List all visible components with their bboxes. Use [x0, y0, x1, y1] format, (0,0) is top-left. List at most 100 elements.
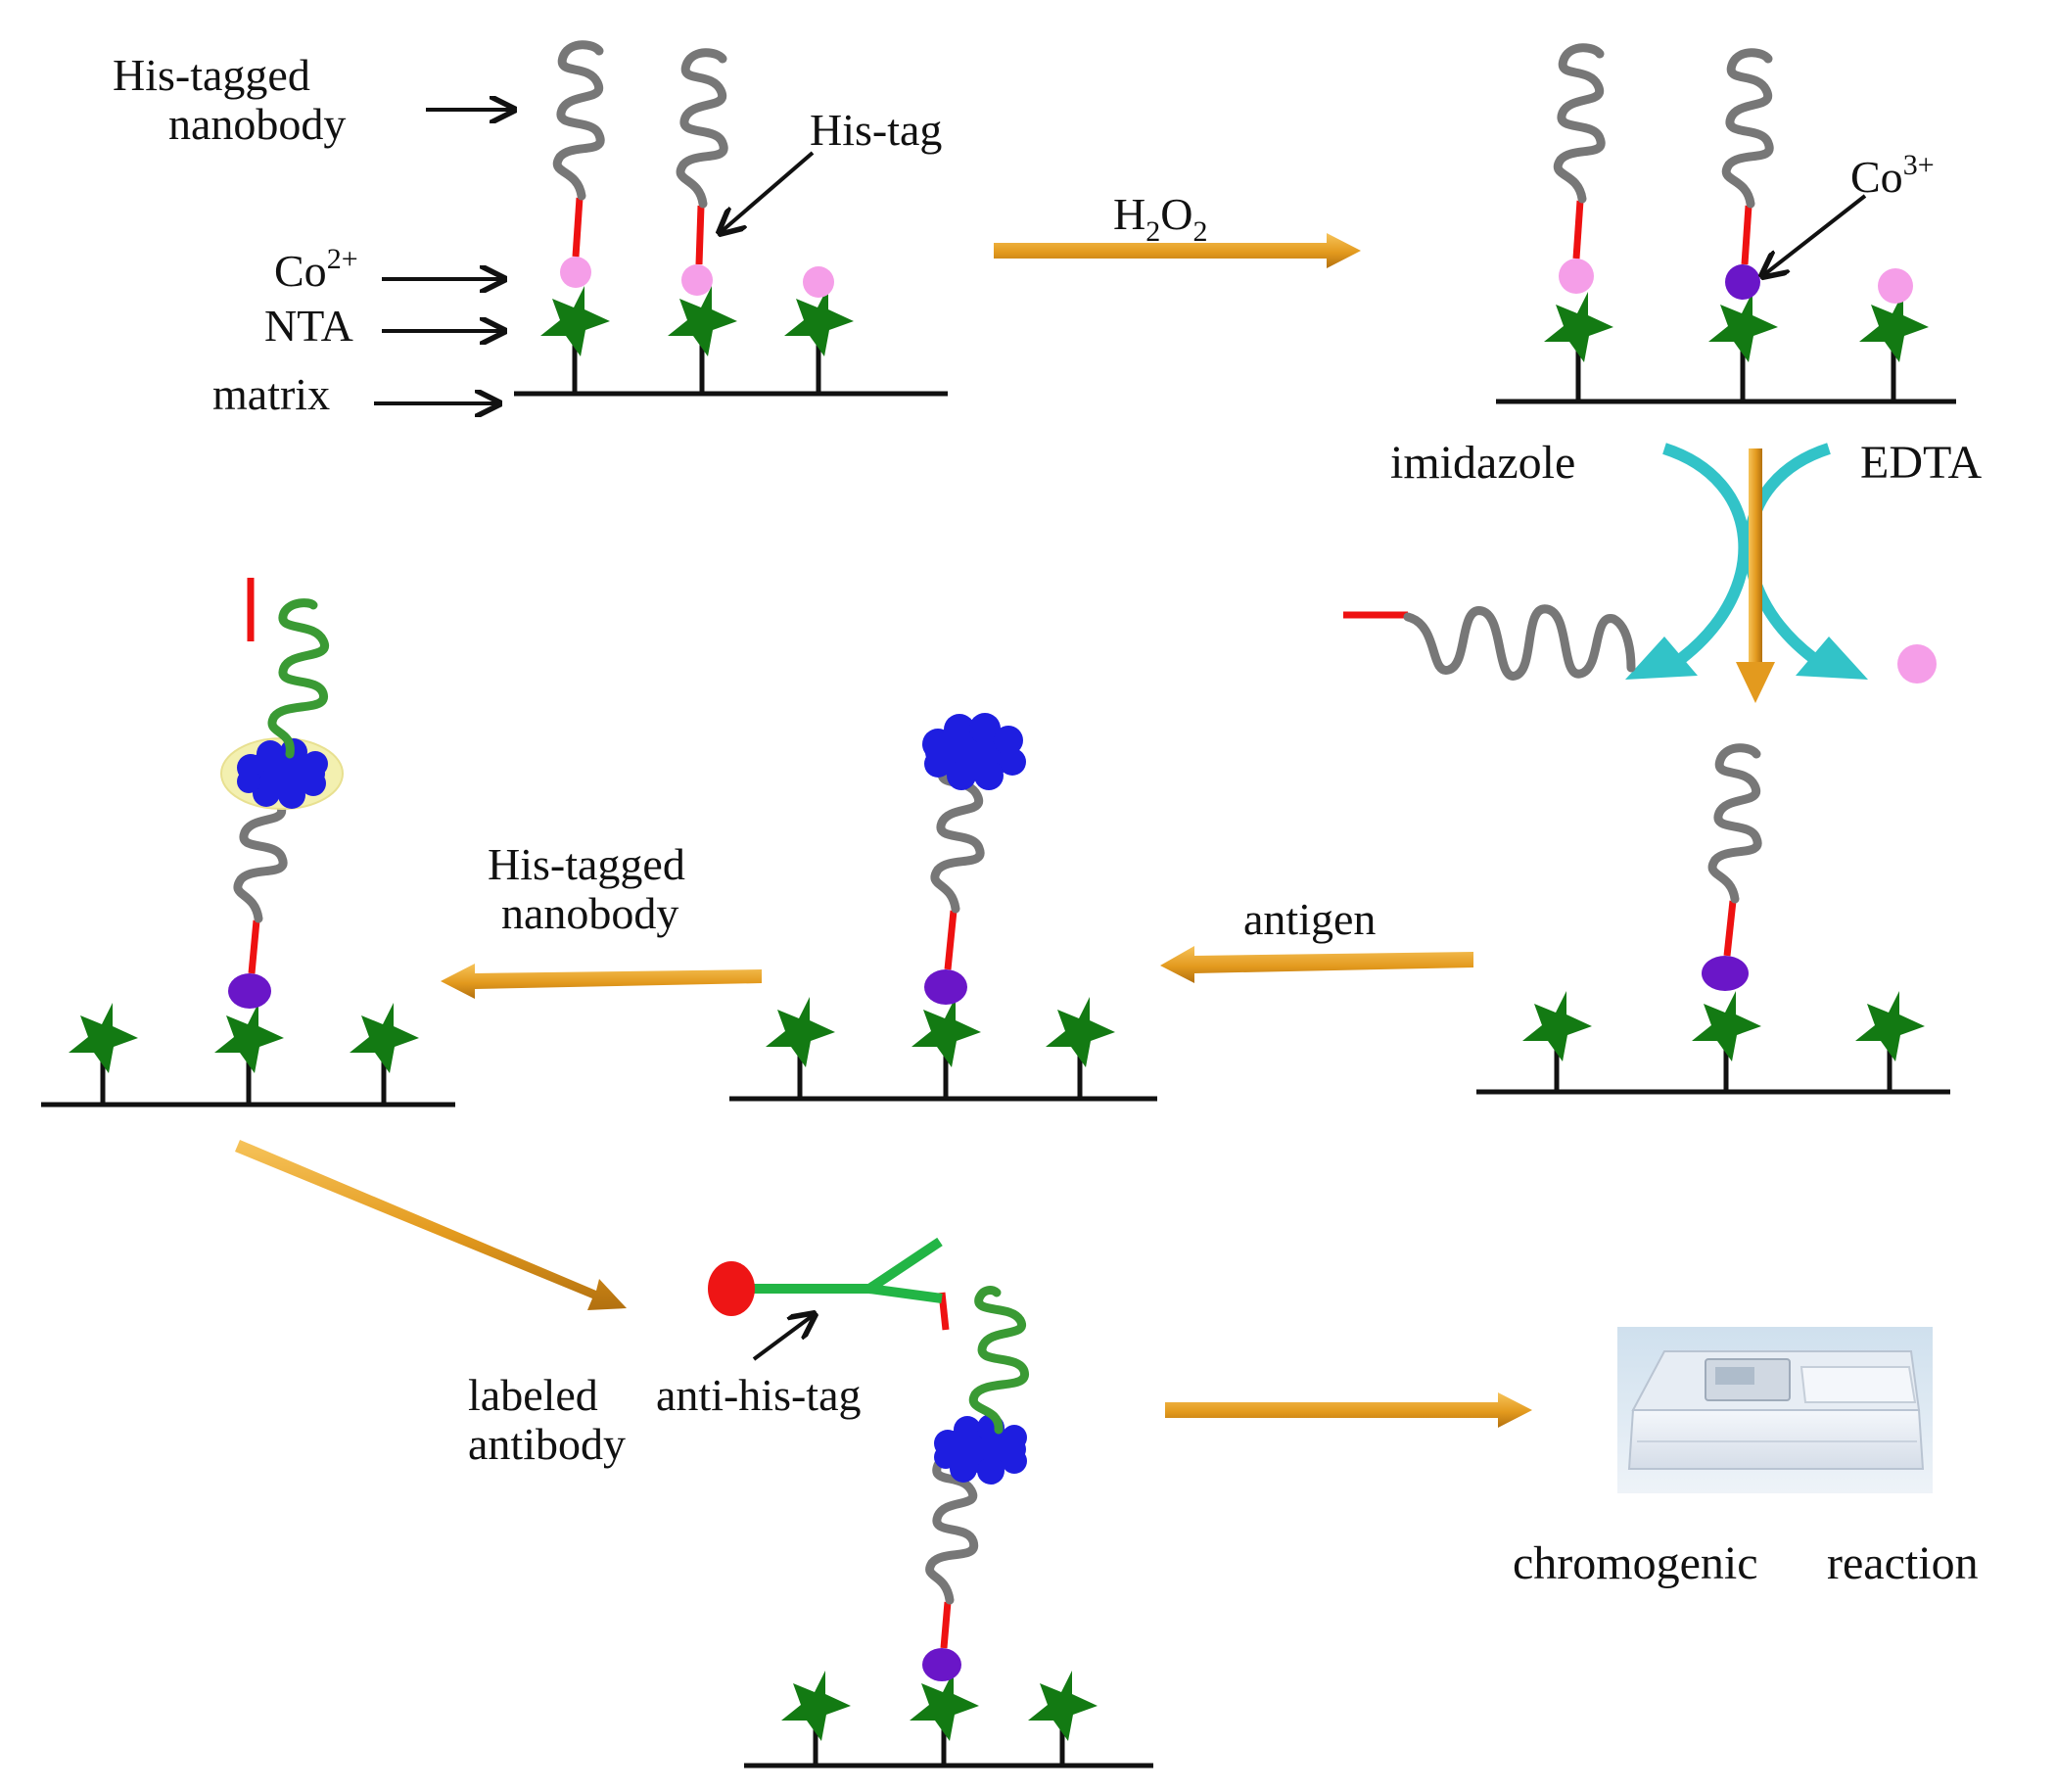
- arrow-detection-nanobody-step: His-tagged nanobody: [441, 839, 762, 999]
- elution-step: imidazole EDTA: [1343, 437, 1982, 703]
- label-co3: Co3+: [1850, 149, 1935, 202]
- nta-site-3: [784, 266, 854, 394]
- nta-site-2: [1692, 743, 1762, 1092]
- nta-star-icon: [766, 997, 835, 1067]
- nta-site-2: [214, 763, 288, 1105]
- nta-star-icon: [1046, 997, 1115, 1067]
- nta-star-icon: [781, 1671, 851, 1741]
- stage3-stable-nanobody: [1476, 743, 1950, 1095]
- pointer-arrow-co3: [1762, 194, 1867, 276]
- nta-site-2: [910, 1451, 979, 1766]
- label-chromogenic: chromogenic: [1513, 1537, 1758, 1589]
- co3-ion-icon: [228, 973, 271, 1009]
- nta-star-icon: [540, 286, 610, 356]
- released-co-ion-icon: [1897, 644, 1937, 684]
- process-arrow-down-head: [1736, 662, 1775, 703]
- detection-nanobody-spring-icon: [968, 1286, 1029, 1435]
- nta-star-icon: [1522, 991, 1592, 1061]
- process-arrow-right: [994, 233, 1361, 268]
- antigen-blob-icon: [934, 1414, 1027, 1485]
- nta-site-1: [1544, 43, 1613, 401]
- his-tag-segment: [695, 205, 705, 265]
- nta-star-icon: [350, 1003, 419, 1073]
- co2-ion-icon: [1559, 259, 1594, 294]
- nta-site-1: [1522, 991, 1592, 1092]
- curved-arrow-head-left: [1625, 637, 1698, 680]
- label-co2: Co2+: [274, 243, 358, 296]
- pointer-arrow-his-tag: [720, 151, 815, 233]
- his-tag-segment: [1572, 200, 1584, 259]
- label-his-tagged-nanobody-line2: nanobody: [168, 99, 346, 149]
- process-arrow-diagonal: [235, 1140, 627, 1310]
- co3-ion-icon: [1702, 956, 1749, 991]
- co3-ion-icon: [922, 1648, 961, 1681]
- process-arrow-right: [1165, 1392, 1532, 1428]
- nta-site-2: [1708, 48, 1778, 401]
- curved-arrow-imidazole: [1662, 443, 1751, 663]
- stage6-labeled-antibody: labeled anti-his-tag antibody: [468, 1237, 1153, 1768]
- his-tag-segment: [940, 1601, 952, 1649]
- co2-ion-icon: [681, 264, 713, 296]
- nanobody-spring-icon: [1553, 43, 1606, 204]
- microplate-reader-icon: [1617, 1327, 1933, 1493]
- nanobody-spring-icon: [552, 40, 605, 201]
- nta-site-1: [766, 997, 835, 1099]
- label-his-tag: His-tag: [810, 105, 942, 155]
- label-his-tagged-nanobody-line1: His-tagged: [113, 50, 310, 100]
- nta-site-3: [1046, 997, 1115, 1099]
- label-nta: NTA: [264, 301, 353, 351]
- co2-ion-icon: [803, 266, 834, 298]
- antigen-blob-icon: [237, 738, 328, 809]
- label-reaction: reaction: [1827, 1537, 1979, 1589]
- nta-star-icon: [668, 286, 737, 356]
- detection-his-tag-segment: [938, 1292, 950, 1331]
- stage5-sandwich-complex: [41, 578, 455, 1108]
- his-tag-segment: [944, 910, 958, 970]
- stage1-labels: His-tagged nanobody His-tag Co2+ NTA mat…: [113, 50, 942, 419]
- co3-ion-icon: [924, 969, 967, 1005]
- arrow-antigen-step: antigen: [1160, 894, 1473, 983]
- nta-site-3: [350, 1003, 419, 1105]
- label-imidazole: imidazole: [1390, 437, 1575, 489]
- process-arrow-down-shaft: [1749, 448, 1762, 662]
- nta-site-3: [1855, 991, 1925, 1092]
- label-his-tagged-nanobody-step-line2: nanobody: [501, 888, 678, 938]
- nta-site-3: [1859, 268, 1929, 401]
- his-tag-segment: [572, 197, 584, 258]
- antigen-blob-icon: [922, 713, 1026, 790]
- arrow-h2o2-step: H2O2: [994, 189, 1361, 268]
- nta-site-2: [911, 753, 985, 1099]
- process-arrow-left: [441, 964, 762, 999]
- nanobody-spring-icon: [1721, 48, 1774, 209]
- nanobody-spring-icon: [676, 48, 728, 209]
- stage4-antigen-capture: [729, 713, 1157, 1102]
- enzyme-label-icon: [708, 1261, 755, 1316]
- label-h2o2: H2O2: [1113, 189, 1207, 248]
- nta-site-1: [540, 40, 610, 394]
- nta-star-icon: [69, 1003, 138, 1073]
- nta-star-icon: [1855, 991, 1925, 1061]
- nta-star-icon: [214, 1003, 284, 1073]
- label-his-tagged-nanobody-step-line1: His-tagged: [488, 839, 685, 889]
- nta-site-1: [781, 1671, 851, 1766]
- his-tag-segment: [1723, 900, 1737, 957]
- nta-star-icon: [1859, 292, 1929, 362]
- nanobody-spring-icon: [1707, 743, 1762, 904]
- released-nanobody-spring-icon: [1403, 604, 1636, 681]
- stage2-oxidized-complex: Co3+: [1496, 43, 1956, 404]
- label-antigen: antigen: [1243, 894, 1376, 944]
- label-edta: EDTA: [1860, 437, 1982, 489]
- his-tag-segment: [1741, 205, 1752, 265]
- nta-star-icon: [910, 1671, 979, 1741]
- co2-ion-icon: [560, 257, 591, 288]
- anti-his-tag-antibody: [708, 1237, 943, 1316]
- his-tag-segment: [248, 920, 260, 974]
- detection-nanobody-spring-icon: [267, 598, 329, 759]
- nta-site-1: [69, 1003, 138, 1105]
- label-antibody: antibody: [468, 1419, 626, 1469]
- co3-ion-icon: [1725, 264, 1760, 300]
- label-labeled: labeled: [468, 1370, 598, 1420]
- nta-star-icon: [1028, 1671, 1098, 1741]
- label-anti-his-tag: anti-his-tag: [656, 1370, 862, 1420]
